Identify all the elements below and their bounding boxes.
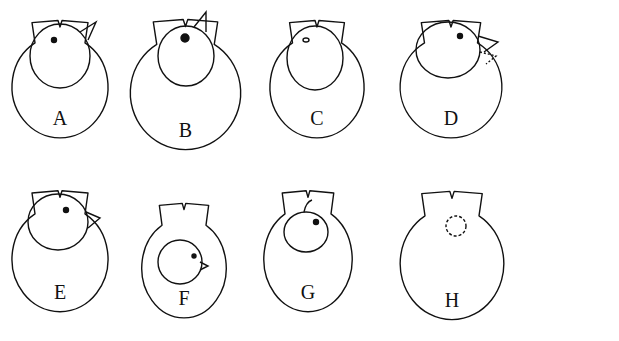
figure-letter: E bbox=[10, 282, 110, 302]
figure-letter: H bbox=[398, 290, 506, 310]
shell-outline: C bbox=[268, 12, 366, 140]
shell-outline: H bbox=[398, 182, 506, 322]
figure-letter: F bbox=[140, 288, 228, 308]
figure-letter: D bbox=[398, 108, 504, 128]
shell-outline: G bbox=[262, 182, 354, 314]
shell-outline: A bbox=[10, 12, 110, 140]
shell-outline: B bbox=[128, 10, 243, 152]
figure-letter: G bbox=[262, 282, 354, 302]
shell-outline: E bbox=[10, 182, 110, 314]
shell-outline: F bbox=[140, 195, 228, 320]
shell-outline: D bbox=[398, 12, 504, 140]
figure-letter: B bbox=[128, 120, 243, 140]
figure-letter: C bbox=[268, 108, 366, 128]
figure-letter: A bbox=[10, 108, 110, 128]
